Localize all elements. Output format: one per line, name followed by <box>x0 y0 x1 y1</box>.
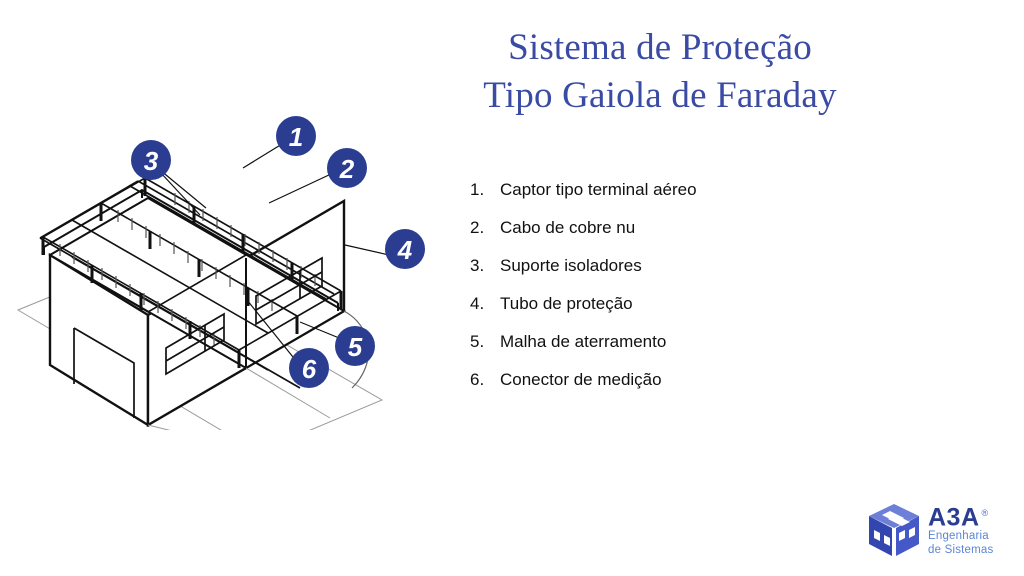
marker-6[interactable]: 6 <box>289 348 329 388</box>
page-title: Sistema de Proteção Tipo Gaiola de Farad… <box>420 24 900 120</box>
marker-6-label: 6 <box>302 354 317 384</box>
marker-3-label: 3 <box>144 146 159 176</box>
legend-item-label: Captor tipo terminal aéreo <box>500 180 697 199</box>
legend-item-number: 6. <box>470 370 485 389</box>
legend-item-label: Conector de medição <box>500 370 662 389</box>
isolator-supports <box>41 178 343 368</box>
page-title-line-1: Sistema de Proteção <box>508 27 812 68</box>
registered-trademark-icon: ® <box>981 508 989 518</box>
legend-item-label: Malha de aterramento <box>500 332 667 351</box>
legend-item-number: 5. <box>470 332 485 351</box>
logo-name: A3A® <box>928 500 989 530</box>
marker-1[interactable]: 1 <box>276 116 316 156</box>
legend-item-number: 3. <box>470 256 485 275</box>
marker-1-label: 1 <box>289 122 303 152</box>
legend-list: 1. Captor tipo terminal aéreo 2. Cabo de… <box>470 180 900 408</box>
company-logo[interactable]: A3A® Engenharia de Sistemas <box>866 498 1016 560</box>
legend-item-number: 1. <box>470 180 485 199</box>
legend-item-label: Cabo de cobre nu <box>500 218 636 237</box>
list-item: 1. Captor tipo terminal aéreo <box>470 180 900 218</box>
logo-tagline-line-1: Engenharia <box>928 530 989 543</box>
list-item: 3. Suporte isoladores <box>470 256 900 294</box>
marker-4[interactable]: 4 <box>385 229 425 269</box>
marker-5[interactable]: 5 <box>335 326 375 366</box>
marker-2-label: 2 <box>339 154 355 184</box>
list-item: 6. Conector de medição <box>470 370 900 408</box>
marker-2[interactable]: 2 <box>327 148 367 188</box>
legend-item-number: 4. <box>470 294 485 313</box>
a3a-logo-mark-icon <box>866 500 922 556</box>
building-door <box>73 327 135 418</box>
legend-item-number: 2. <box>470 218 485 237</box>
logo-tagline-line-2: de Sistemas <box>928 543 994 556</box>
grounding-mesh <box>147 367 331 430</box>
leader-lines <box>159 143 390 363</box>
list-item: 2. Cabo de cobre nu <box>470 218 900 256</box>
list-item: 5. Malha de aterramento <box>470 332 900 370</box>
marker-3[interactable]: 3 <box>131 140 171 180</box>
legend-item-label: Suporte isoladores <box>500 256 642 275</box>
marker-4-label: 4 <box>397 235 413 265</box>
isometric-building-drawing: 1 2 3 4 5 6 <box>16 116 425 430</box>
list-item: 4. Tubo de proteção <box>470 294 900 332</box>
logo-text-block: A3A® Engenharia de Sistemas <box>928 500 993 557</box>
air-terminals-row <box>59 193 316 345</box>
legend-item-label: Tubo de proteção <box>500 294 633 313</box>
facade-windows <box>165 256 323 376</box>
marker-5-label: 5 <box>348 332 363 362</box>
page-title-line-2: Tipo Gaiola de Faraday <box>483 75 837 116</box>
faraday-cage-illustration: 1 2 3 4 5 6 <box>0 100 450 430</box>
logo-name-text: A3A <box>928 503 980 532</box>
